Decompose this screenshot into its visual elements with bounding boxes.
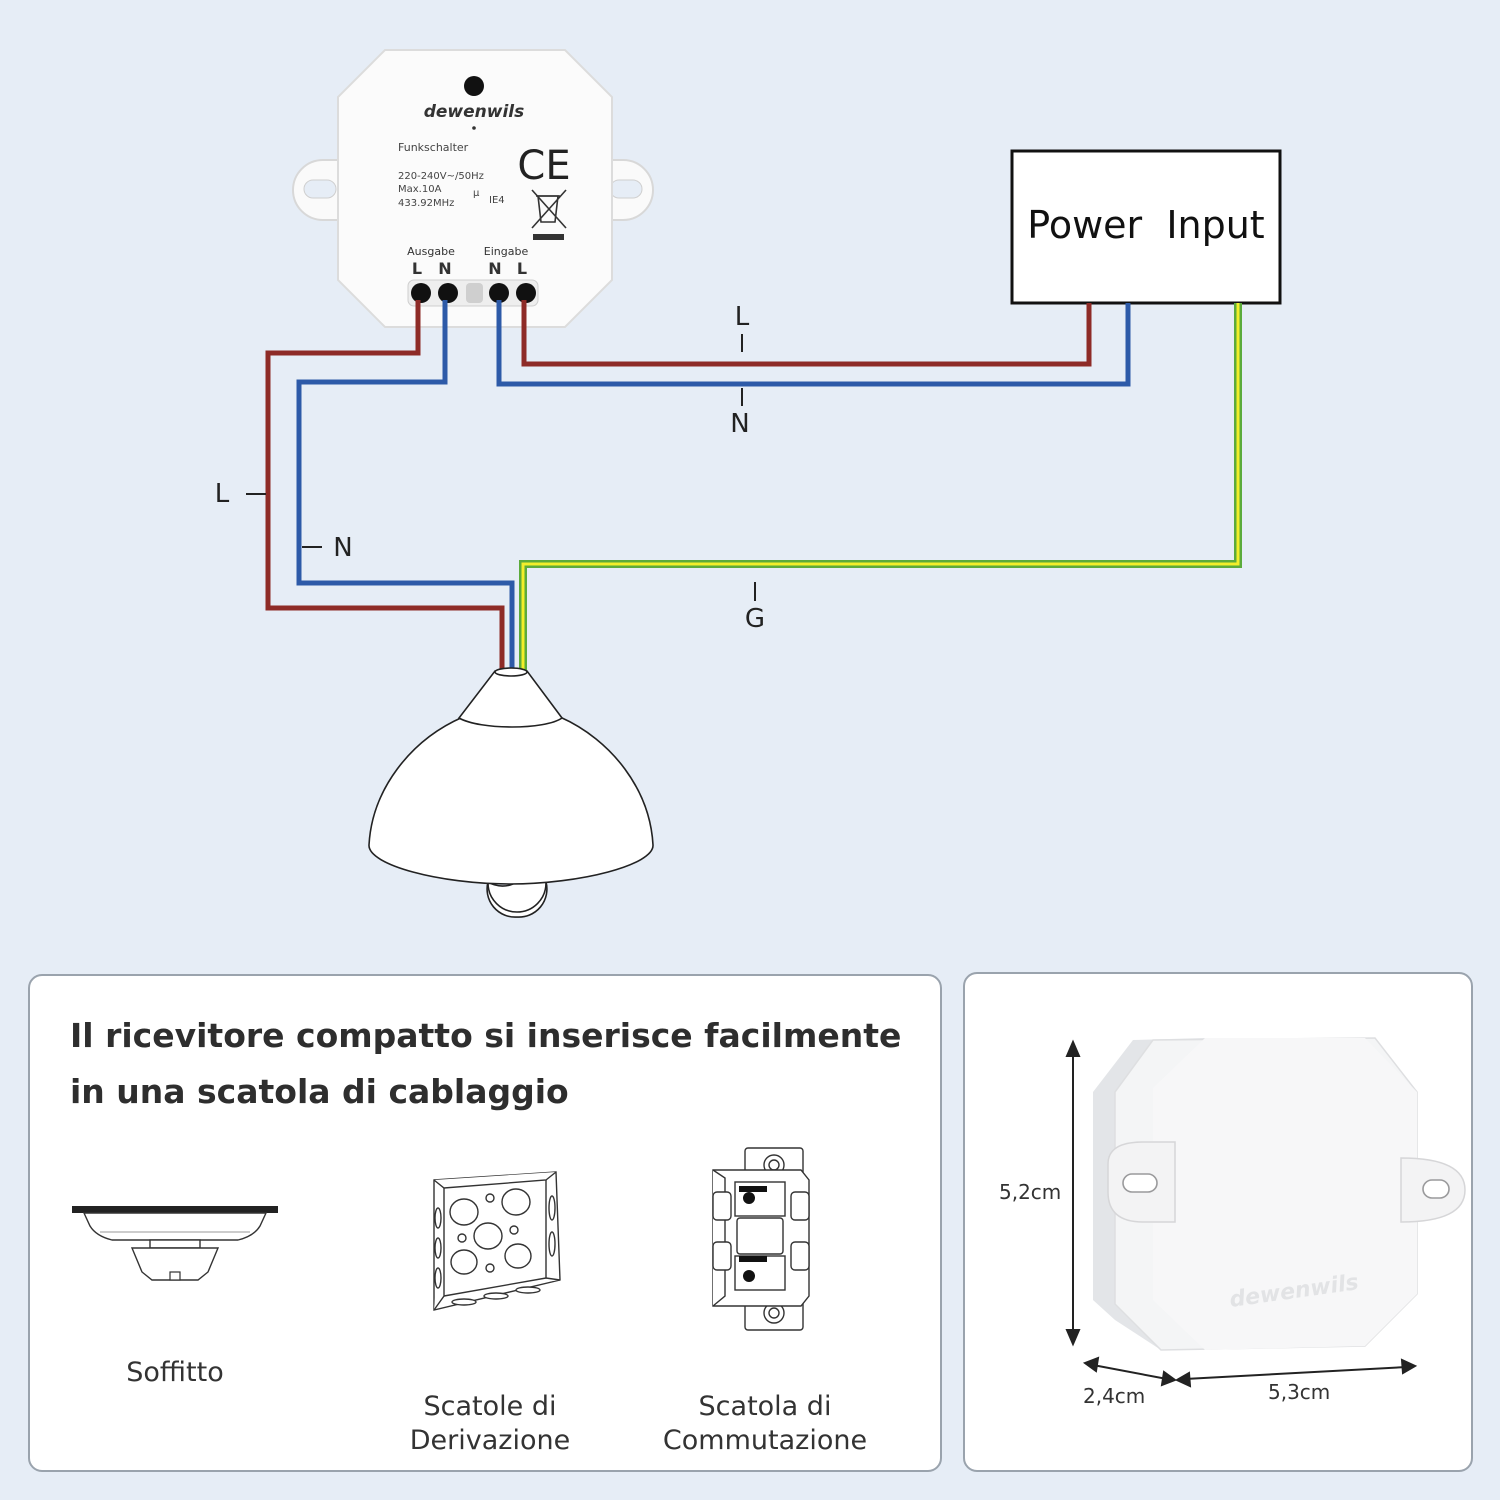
ceiling-label: Soffitto bbox=[126, 1357, 224, 1388]
width-dimension-arrow bbox=[1174, 1358, 1418, 1388]
wire-output-live bbox=[265, 300, 505, 672]
dimensions-panel: dewenwils 5,2cm 2,4cm 5,3cm bbox=[963, 972, 1473, 1472]
switch-box-item bbox=[705, 1146, 815, 1332]
wire-label-ground: G bbox=[745, 604, 765, 634]
info-headline: Il ricevitore compatto si inserisce faci… bbox=[70, 1016, 902, 1111]
junction-box-icon bbox=[433, 1171, 561, 1311]
status-led bbox=[464, 76, 484, 96]
ce-mark: CE bbox=[517, 143, 570, 189]
wire-label-top-l: L bbox=[735, 302, 750, 332]
wires bbox=[265, 300, 1242, 672]
module-photo: dewenwils bbox=[1093, 1037, 1466, 1351]
width-dimension-label: 5,3cm bbox=[1268, 1380, 1331, 1404]
spec-voltage: 220-240V~/50Hz bbox=[398, 171, 484, 182]
module-dimension-drawing: dewenwils bbox=[1065, 1037, 1466, 1388]
switch-box-caption: Scatola di Commutazione bbox=[650, 1356, 880, 1458]
device-brand: dewenwils bbox=[424, 102, 525, 122]
junction-box-caption: Scatole di Derivazione bbox=[380, 1356, 600, 1458]
terminal-out-l-label: L bbox=[412, 259, 422, 278]
pendant-lamp-icon bbox=[368, 667, 654, 918]
ceiling-caption: Soffitto bbox=[70, 1356, 280, 1390]
height-dimension-label: 5,2cm bbox=[999, 1180, 1062, 1204]
mu-symbol: μ bbox=[473, 188, 480, 199]
spec-current: Max.10A bbox=[398, 184, 442, 195]
wire-label-left-n: N bbox=[333, 533, 352, 563]
junction-box-label: Scatole di Derivazione bbox=[409, 1391, 571, 1456]
depth-dimension-label: 2,4cm bbox=[1083, 1384, 1146, 1408]
info-panel: Il ricevitore compatto si inserisce faci… bbox=[28, 974, 942, 1472]
depth-dimension-arrow bbox=[1082, 1356, 1178, 1387]
power-input-box: Power Input bbox=[1010, 149, 1282, 305]
spec-frequency: 433.92MHz bbox=[398, 198, 454, 209]
terminal-in-l-label: L bbox=[517, 259, 527, 278]
ceiling-item bbox=[70, 1202, 280, 1302]
power-input-label: Power Input bbox=[1027, 203, 1264, 247]
output-label: Ausgabe bbox=[407, 245, 455, 258]
terminal-block bbox=[407, 279, 539, 307]
input-label: Eingabe bbox=[484, 245, 529, 258]
ceiling-mount-icon bbox=[72, 1206, 278, 1281]
terminal-out-n-label: N bbox=[438, 259, 451, 278]
wiring-diagram: dewenwils Funkschalter 220-240V~/50Hz Ma… bbox=[215, 49, 1282, 918]
device-model: Funkschalter bbox=[398, 141, 469, 154]
junction-box-item bbox=[426, 1168, 566, 1318]
switch-box-icon bbox=[712, 1147, 810, 1331]
height-dimension-arrow bbox=[1065, 1039, 1081, 1347]
ie-label: IE4 bbox=[489, 195, 505, 206]
wire-input-neutral bbox=[496, 300, 1131, 387]
switch-module: dewenwils Funkschalter 220-240V~/50Hz Ma… bbox=[292, 49, 654, 328]
wire-ground bbox=[519, 303, 1242, 672]
weee-bin-icon bbox=[531, 189, 567, 229]
wire-label-top-n: N bbox=[730, 409, 749, 439]
wire-input-live bbox=[521, 300, 1092, 367]
wire-output-neutral bbox=[296, 300, 515, 672]
switch-box-label: Scatola di Commutazione bbox=[662, 1391, 868, 1456]
wire-label-left-l: L bbox=[215, 479, 230, 509]
terminal-in-n-label: N bbox=[488, 259, 501, 278]
